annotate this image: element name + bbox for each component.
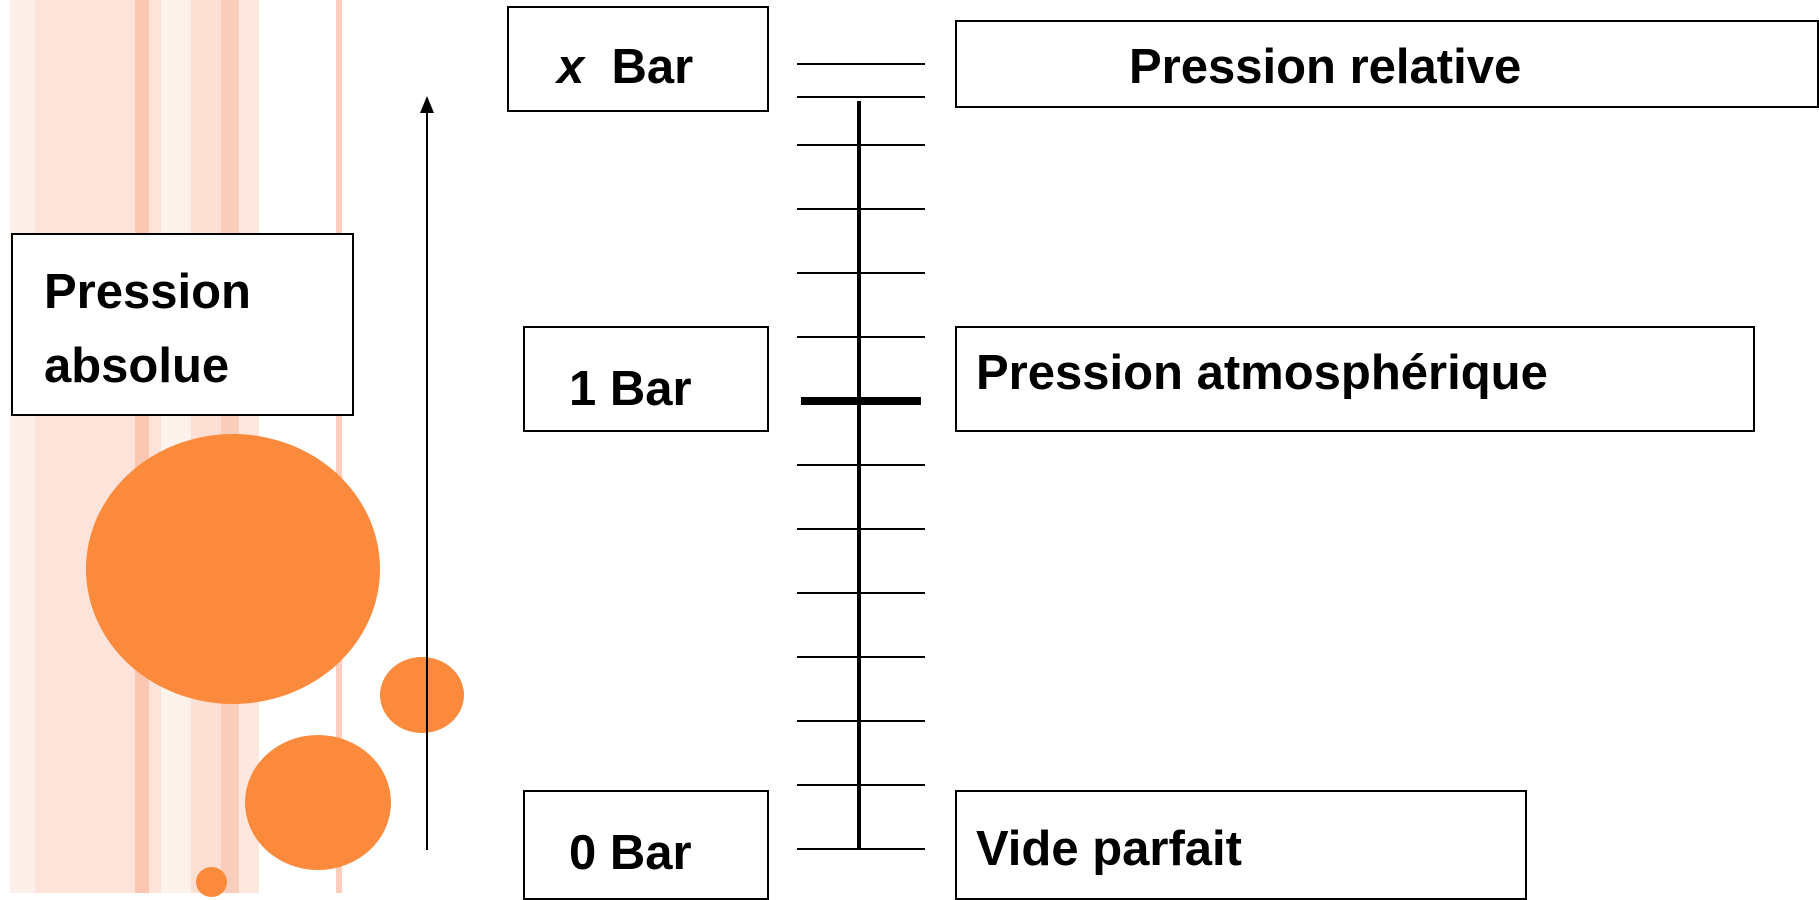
x-variable: x	[557, 40, 585, 94]
scale-ticks	[797, 63, 925, 850]
relative-pressure-label: Pression relative	[1129, 40, 1522, 94]
perfect-vacuum-box: Vide parfait	[955, 790, 1527, 900]
x-bar-box: x Bar	[507, 6, 769, 112]
stripe	[336, 0, 342, 893]
stripe	[10, 0, 35, 893]
arrow-head	[420, 96, 434, 113]
one-bar-box: 1 Bar	[523, 326, 769, 432]
decorative-circle-small	[380, 657, 464, 733]
perfect-vacuum-label: Vide parfait	[976, 822, 1242, 876]
absolute-pressure-box: Pression absolue	[11, 233, 354, 416]
absolute-pressure-line-1: Pression	[44, 265, 251, 319]
relative-pressure-box: Pression relative	[955, 20, 1819, 108]
absolute-pressure-line-2: absolue	[44, 339, 230, 393]
zero-bar-box: 0 Bar	[523, 790, 769, 900]
decorative-circle-tiny	[196, 867, 227, 897]
zero-bar-label: 0 Bar	[569, 826, 692, 880]
x-bar-unit: Bar	[611, 40, 694, 94]
stripe	[35, 0, 135, 893]
atmospheric-pressure-label: Pression atmosphérique	[976, 346, 1548, 400]
x-bar-label: x Bar	[557, 39, 693, 95]
decorative-circle-large	[86, 434, 380, 704]
one-bar-label: 1 Bar	[569, 362, 692, 416]
decorative-circle-medium	[245, 735, 391, 870]
atmospheric-pressure-box: Pression atmosphérique	[955, 326, 1755, 432]
